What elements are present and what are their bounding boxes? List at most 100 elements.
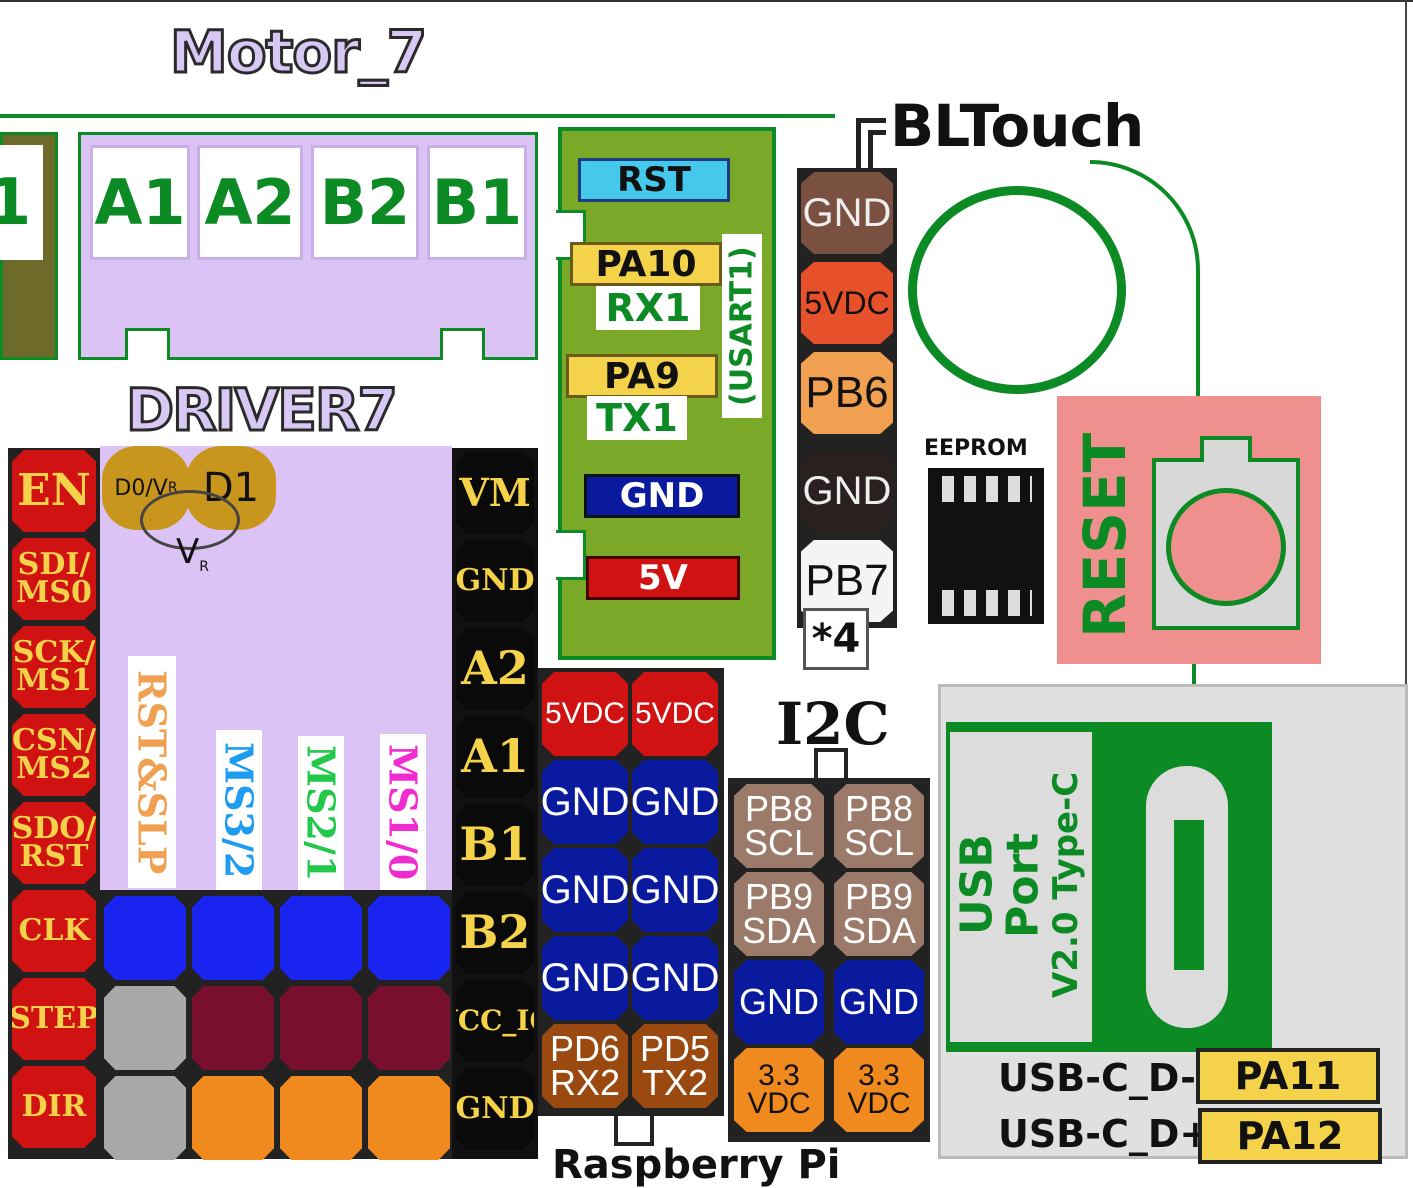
usb-pa12-label: PA12 (1198, 1108, 1382, 1164)
uart-pa9-label: PA9 (566, 354, 718, 398)
driver-right-pin: GND (456, 540, 534, 622)
bltouch-pin-gnd: GND (801, 172, 893, 254)
driver-left-pin: CLK (12, 890, 96, 972)
driver-left-pin: SDI/ MS0 (12, 538, 96, 620)
i2c-pin: 3.3 VDC (734, 1048, 824, 1132)
rpi-pin: GND (542, 760, 628, 844)
i2c-pin: GND (734, 960, 824, 1044)
uart-pa10-label: PA10 (570, 242, 722, 286)
uart-tx1-label: TX1 (587, 396, 687, 440)
vr-letter: V (176, 532, 200, 572)
eeprom-pins-top (942, 476, 1032, 502)
motor-connector-notch-1 (125, 328, 170, 360)
rpi-pin: GND (632, 848, 718, 932)
rpi-pin: GND (632, 936, 718, 1020)
usb-dminus-label: USB-C_D- (998, 1056, 1196, 1100)
bltouch-note: *4 (803, 608, 869, 670)
jumper-pin (104, 1076, 186, 1160)
jumper-pin (104, 986, 186, 1070)
trace-line (0, 114, 835, 118)
jumper-label-ms10: MS1/0 (380, 734, 426, 890)
rpi-pin: GND (542, 848, 628, 932)
driver-left-pin: CSN/ MS2 (12, 714, 96, 796)
i2c-key (814, 748, 848, 778)
rpi-pin: PD5 TX2 (632, 1024, 718, 1108)
motor-pin-b1: B1 (427, 145, 527, 260)
jumper-pin (192, 1076, 274, 1160)
usb-label-line3: V2.0 Type-C (1046, 771, 1086, 999)
driver-right-pin: B1 (456, 804, 534, 886)
bltouch-bracket (856, 118, 886, 168)
i2c-pin: PB8 SCL (734, 784, 824, 868)
uart-notch-2 (556, 530, 586, 580)
rpi-bottom-label: Raspberry Pi (552, 1142, 841, 1188)
rpi-pin: 5VDC (632, 672, 718, 756)
i2c-pin: PB8 SCL (834, 784, 924, 868)
motor-pin-a2: A2 (197, 145, 303, 260)
bltouch-pin-gnd-2: GND (801, 450, 893, 532)
motor-connector-notch-2 (440, 328, 485, 360)
i2c-pin: GND (834, 960, 924, 1044)
board-outline-curve (1090, 160, 1200, 400)
board-edge-right (1405, 0, 1407, 690)
jumper-pin (192, 986, 274, 1070)
usb-label-line1: USB (951, 834, 1003, 936)
jumper-pin (368, 986, 450, 1070)
reset-label: RESET (1071, 432, 1139, 638)
bltouch-pin-5vdc: 5VDC (801, 262, 893, 344)
eeprom-pins-bottom (942, 590, 1032, 616)
bltouch-pin-pb6: PB6 (801, 352, 893, 434)
usb-pa11-label: PA11 (1196, 1048, 1380, 1104)
i2c-pin: PB9 SDA (834, 872, 924, 956)
board-edge-top (0, 0, 1413, 2)
jumper-pin (280, 896, 362, 980)
rpi-pin: GND (542, 936, 628, 1020)
rpi-pin: 5VDC (542, 672, 628, 756)
vr-pot (140, 490, 240, 550)
i2c-pin: 3.3 VDC (834, 1048, 924, 1132)
motor-pin-b2: B2 (311, 145, 419, 260)
bltouch-bracket-inner (868, 130, 886, 168)
driver-right-pin: A2 (456, 628, 534, 710)
driver-right-pin: VM (456, 452, 534, 534)
usb-port-tongue (1174, 820, 1204, 970)
driver-left-pin: DIR (12, 1066, 96, 1148)
usb-label-line2: Port (997, 832, 1049, 938)
reset-button-tab (1200, 436, 1252, 462)
motor-title: Motor_7 (168, 17, 428, 88)
jumper-label-ms21: MS2/1 (298, 736, 344, 890)
driver-right-pin: B2 (456, 892, 534, 974)
reset-button-cap[interactable] (1166, 488, 1286, 606)
board-outline-line (1192, 660, 1196, 690)
bltouch-title: BLTouch (890, 92, 1144, 160)
driver-left-pin: STEP (12, 978, 96, 1060)
jumper-pin (104, 896, 186, 980)
jumper-label-ms32: MS3/2 (216, 730, 262, 890)
usb-dplus-label: USB-C_D+ (998, 1112, 1212, 1156)
uart-5v-label: 5V (586, 556, 740, 600)
motor-pin-a1: A1 (90, 145, 190, 260)
jumper-pin (368, 1076, 450, 1160)
driver-left-pin: SCK/ MS1 (12, 626, 96, 708)
rpi-key (614, 1116, 654, 1146)
eeprom-label: EEPROM (924, 436, 1028, 461)
i2c-title: I2C (776, 690, 890, 758)
driver-title: DRIVER7 (125, 375, 400, 446)
driver-left-pin: SDO/ RST (12, 802, 96, 884)
vr-label: VR (176, 532, 209, 575)
usb-label-panel (950, 732, 1092, 1042)
driver-right-pin: GND (456, 1068, 534, 1150)
rpi-pin: GND (632, 760, 718, 844)
driver-right-pin: A1 (456, 716, 534, 798)
driver-right-pin: VCC_IO (456, 980, 534, 1062)
rpi-pin: PD6 RX2 (542, 1024, 628, 1108)
jumper-pin (280, 986, 362, 1070)
jumper-pin (368, 896, 450, 980)
uart-rst-label: RST (578, 158, 730, 202)
jumper-label-rst-slp: RST&SLP (128, 656, 176, 888)
i2c-pin: PB9 SDA (734, 872, 824, 956)
uart-rx1-label: RX1 (596, 286, 700, 330)
d0-sub: R (167, 480, 178, 496)
uart-gnd-label: GND (584, 474, 740, 518)
jumper-pin (192, 896, 274, 980)
